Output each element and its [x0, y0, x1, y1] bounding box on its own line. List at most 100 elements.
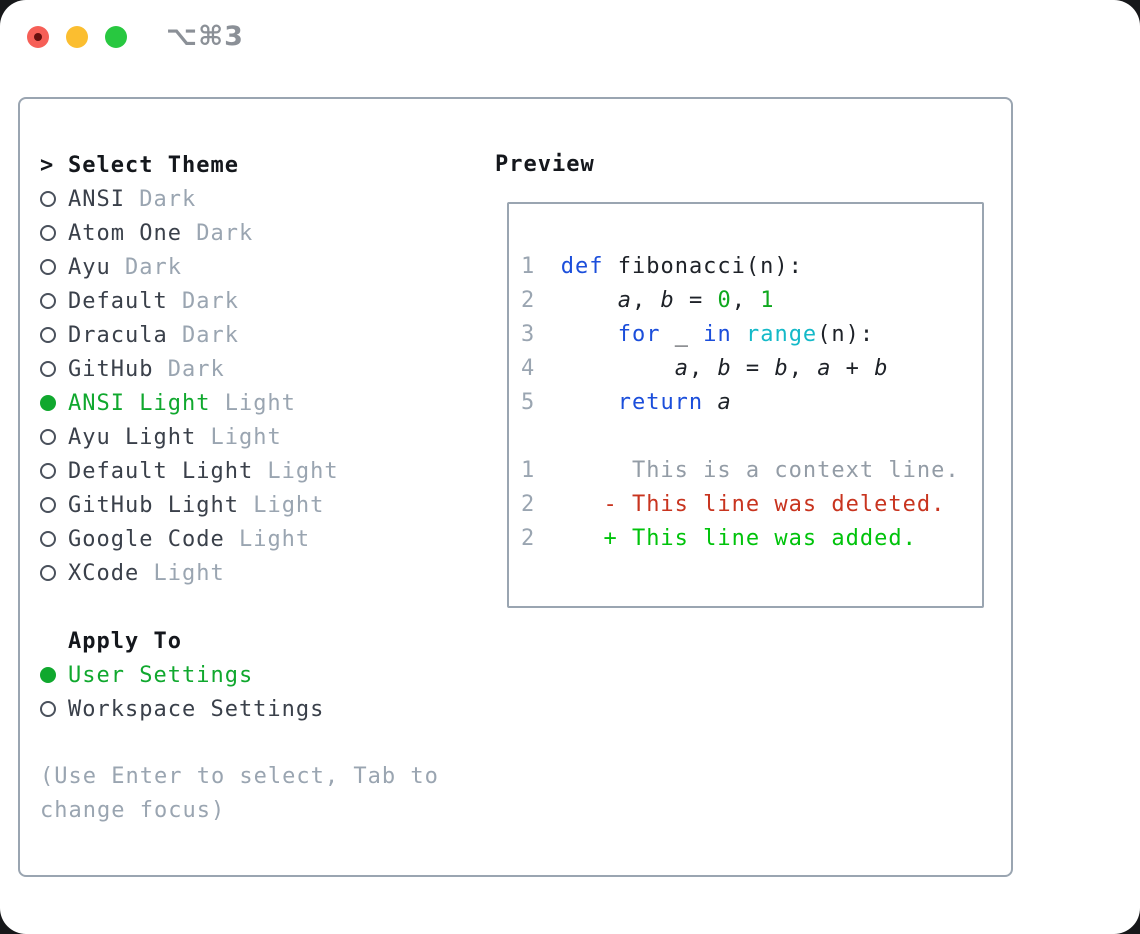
theme-option[interactable]: GitHub Light Light — [40, 488, 490, 522]
theme-variant-tag: Dark — [153, 356, 225, 382]
code-token: in — [703, 322, 732, 347]
code-token: b — [874, 356, 889, 381]
radio-ring — [40, 701, 56, 717]
zoom-button[interactable] — [105, 26, 127, 48]
theme-name: XCode — [68, 560, 140, 586]
radio-selected-icon — [40, 395, 68, 411]
theme-variant-tag: Dark — [167, 288, 239, 314]
code-token: (n): — [817, 322, 875, 347]
help-text: (Use Enter to select, Tab to change focu… — [40, 764, 439, 823]
diff-text: This is a context line. — [560, 458, 960, 483]
theme-option[interactable]: Ayu Light Light — [40, 420, 490, 454]
theme-variant-tag: Dark — [181, 220, 254, 246]
prompt-caret-icon: > — [40, 152, 55, 178]
radio-dot — [40, 667, 56, 683]
code-token: = — [674, 288, 718, 313]
theme-option[interactable]: Default Light Light — [40, 454, 490, 488]
line-number: 4 — [521, 356, 536, 381]
line-number: 2 — [521, 288, 536, 313]
code-token: a — [617, 288, 632, 313]
theme-option[interactable]: ANSI Dark — [40, 182, 490, 216]
radio-icon — [40, 293, 68, 309]
theme-option[interactable]: XCode Light — [40, 556, 490, 590]
code-token: b — [717, 356, 732, 381]
line-number: 2 — [521, 526, 536, 551]
theme-variant-tag: Dark — [110, 254, 182, 280]
radio-ring — [40, 497, 56, 513]
theme-variant-tag: Light — [139, 560, 225, 586]
apply-option[interactable]: Workspace Settings — [40, 692, 490, 726]
theme-option[interactable]: GitHub Dark — [40, 352, 490, 386]
theme-name: Dracula — [68, 322, 168, 348]
theme-variant-tag: Dark — [167, 322, 239, 348]
code-line: 4 a, b = b, a + b — [521, 352, 972, 386]
window-title: ⌥⌘3 — [166, 21, 244, 52]
line-number: 3 — [521, 322, 536, 347]
code-token — [561, 356, 675, 381]
code-token: range — [745, 322, 818, 347]
radio-selected-icon — [40, 667, 68, 683]
code-token: def — [560, 254, 604, 279]
code-token: return — [617, 390, 704, 415]
code-token — [732, 322, 746, 347]
radio-icon — [40, 565, 68, 581]
code-token: b — [660, 288, 675, 313]
code-token — [561, 322, 618, 347]
code-token: , — [688, 356, 718, 381]
radio-icon — [40, 531, 68, 547]
theme-option[interactable]: Ayu Dark — [40, 250, 490, 284]
radio-ring — [40, 293, 56, 309]
line-number: 2 — [521, 492, 536, 517]
theme-option[interactable]: ANSI Light Light — [40, 386, 490, 420]
code-token: 1 — [760, 288, 775, 313]
theme-name: Atom One — [68, 220, 182, 246]
radio-icon — [40, 429, 68, 445]
theme-name: Default Light — [68, 458, 254, 484]
code-token: for — [617, 322, 661, 347]
select-theme-header: Select Theme — [68, 152, 239, 178]
radio-icon — [40, 191, 68, 207]
apply-option-label: User Settings — [68, 662, 254, 688]
radio-icon — [40, 259, 68, 275]
code-token: a — [674, 356, 689, 381]
theme-name: ANSI Light — [68, 390, 211, 416]
close-dot-icon — [34, 33, 42, 41]
radio-icon — [40, 701, 68, 717]
code-line: 2 a, b = 0, 1 — [521, 284, 972, 318]
theme-name: GitHub Light — [68, 492, 239, 518]
theme-option[interactable]: Atom One Dark — [40, 216, 490, 250]
code-token — [561, 390, 618, 415]
theme-name: Google Code — [68, 526, 225, 552]
code-token: _ — [660, 322, 704, 347]
diff-line-context: 1 This is a context line. — [521, 454, 972, 488]
theme-name: Ayu Light — [68, 424, 197, 450]
spacer — [40, 590, 490, 624]
code-token: , — [788, 356, 818, 381]
theme-variant-tag: Light — [196, 424, 282, 450]
code-token: a — [717, 390, 732, 415]
minimize-button[interactable] — [66, 26, 88, 48]
code-token: , — [731, 288, 761, 313]
radio-icon — [40, 497, 68, 513]
theme-option[interactable]: Default Dark — [40, 284, 490, 318]
theme-option[interactable]: Google Code Light — [40, 522, 490, 556]
theme-variant-tag: Light — [210, 390, 296, 416]
radio-ring — [40, 259, 56, 275]
theme-name: Ayu — [68, 254, 111, 280]
apply-option[interactable]: User Settings — [40, 658, 490, 692]
code-token: a — [817, 356, 832, 381]
radio-icon — [40, 225, 68, 241]
theme-option[interactable]: Dracula Dark — [40, 318, 490, 352]
line-number: 1 — [521, 458, 536, 483]
select-theme-header-row: > Select Theme — [40, 148, 490, 182]
radio-icon — [40, 361, 68, 377]
theme-variant-tag: Dark — [124, 186, 197, 212]
radio-ring — [40, 429, 56, 445]
close-button[interactable] — [27, 26, 49, 48]
